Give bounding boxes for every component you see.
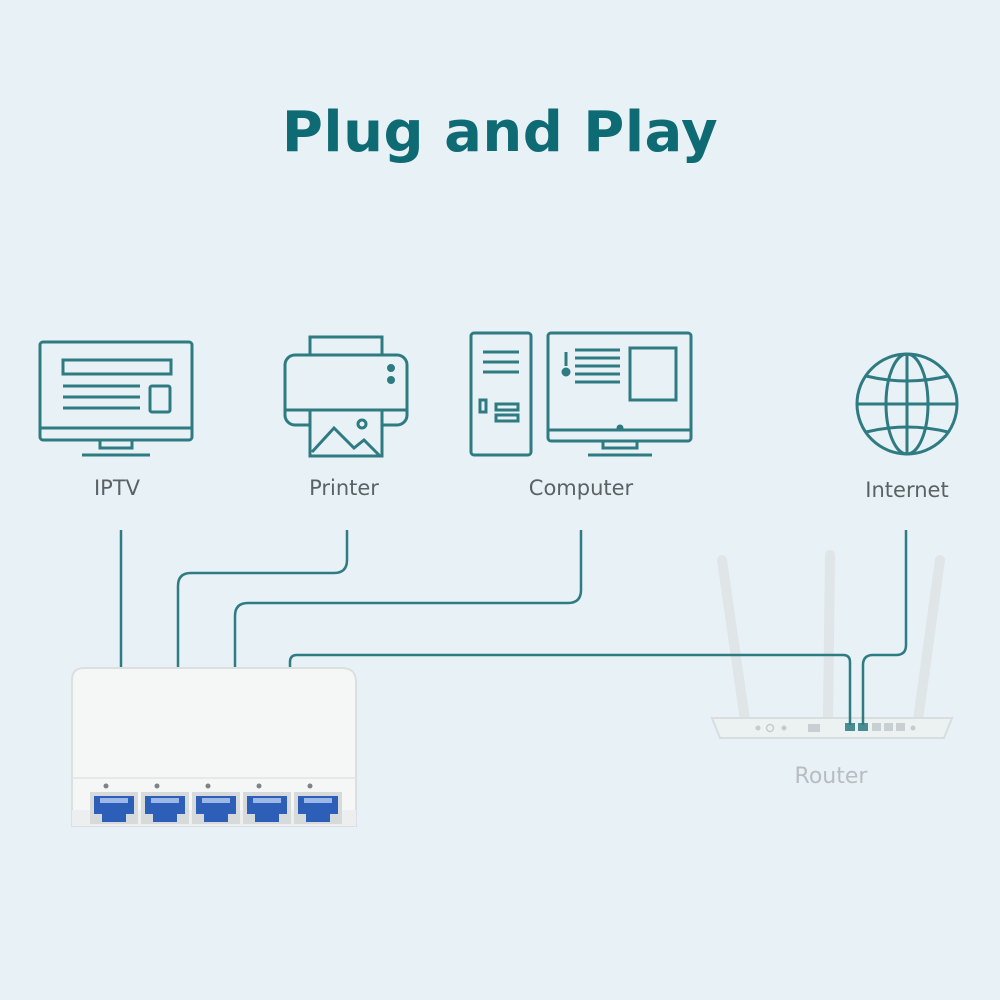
switch-ports: [90, 783, 342, 824]
switch-port: [192, 783, 240, 824]
cables: [119, 530, 908, 725]
switch-port: [243, 783, 291, 824]
device-label-iptv: IPTV: [93, 476, 141, 500]
tv-icon: [38, 340, 194, 457]
device-label-computer: Computer: [528, 476, 634, 500]
switch-port: [294, 783, 342, 824]
switch-port: [141, 783, 189, 824]
cable-printer: [176, 530, 349, 668]
router-label: Router: [794, 764, 868, 789]
globe-icon: [855, 352, 959, 456]
cable-computer: [233, 530, 583, 668]
page-title: Plug and Play: [281, 100, 719, 165]
device-label-printer: Printer: [309, 476, 379, 500]
switch-port: [90, 783, 138, 824]
switch: [71, 667, 357, 827]
computer-icon: [469, 331, 693, 457]
printer-icon: [283, 335, 409, 458]
device-label-internet: Internet: [865, 478, 949, 502]
cable-internet: [861, 530, 908, 725]
router: [710, 550, 954, 739]
cable-switch-router: [288, 653, 852, 725]
